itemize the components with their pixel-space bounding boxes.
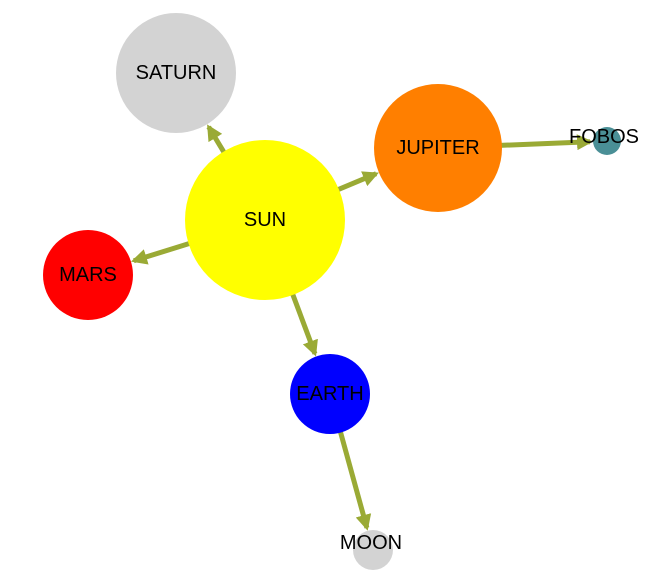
edge-sun-to-mars: [130, 240, 192, 265]
node-fobos: [593, 127, 621, 155]
node-label-mars: MARS: [59, 264, 117, 286]
edge-sun-to-jupiter: [336, 171, 379, 193]
nodes-layer: [43, 13, 621, 570]
labels-layer: SUN SATURN JUPITER FOBOS MARS EARTH MOON: [59, 62, 639, 554]
node-sun: [185, 140, 345, 300]
edge-earth-to-moon: [337, 429, 372, 531]
node-label-saturn: SATURN: [136, 62, 217, 84]
node-label-fobos: FOBOS: [569, 126, 639, 148]
node-mars: [43, 230, 133, 320]
edge-sun-to-saturn: [206, 124, 227, 155]
node-label-moon: MOON: [340, 532, 402, 554]
edge-jupiter-to-fobos: [499, 134, 594, 151]
node-jupiter: [374, 84, 502, 212]
node-label-earth: EARTH: [296, 383, 363, 405]
node-moon: [353, 530, 393, 570]
node-label-jupiter: JUPITER: [396, 137, 479, 159]
node-saturn: [116, 13, 236, 133]
node-label-sun: SUN: [244, 209, 286, 231]
edges-layer: [130, 124, 594, 531]
node-earth: [290, 354, 370, 434]
edge-sun-to-earth: [289, 292, 318, 357]
